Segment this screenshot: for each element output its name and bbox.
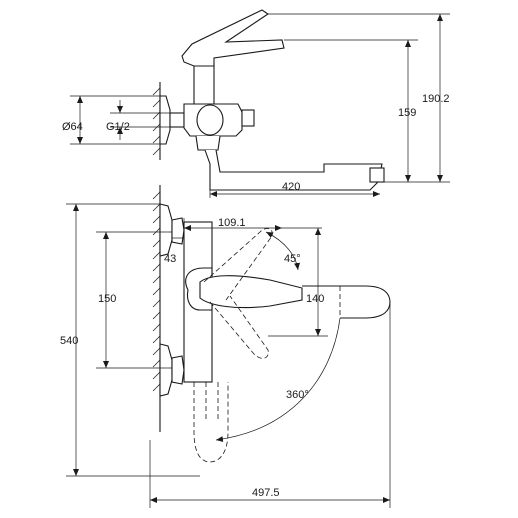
dim-overall-width: 497.5 <box>252 487 280 499</box>
spout-front <box>302 285 391 319</box>
lower-flange <box>159 343 173 397</box>
diverter-knob <box>241 109 255 127</box>
aerator <box>369 167 385 183</box>
angle-arc <box>265 231 300 271</box>
upper-nut <box>171 217 185 245</box>
side-view <box>152 9 385 191</box>
spout-neck <box>195 135 221 151</box>
front-view-dimensions: 109.1 43 45° 150 140 540 360° 497.5 <box>60 203 391 508</box>
front-view <box>152 185 391 463</box>
side-view-dimensions: 190.2 159 420 Ø64 G1/2 <box>62 13 450 198</box>
upper-flange <box>159 203 173 257</box>
eccentric-connector-top <box>169 112 185 128</box>
wall-flange-top <box>159 95 171 145</box>
lower-nut <box>171 355 185 385</box>
lever-handle-front <box>199 275 303 309</box>
dim-offset-top: 109.1 <box>218 217 246 229</box>
wall-hatch-top <box>152 87 161 156</box>
dim-spout-length: 420 <box>282 181 300 193</box>
dim-rotation: 360° <box>286 389 309 401</box>
dim-handle-height: 140 <box>306 293 324 305</box>
rotation-arc <box>215 317 341 443</box>
dim-height-total: 190.2 <box>422 93 450 105</box>
spout-rotated-down <box>193 382 229 463</box>
wall-hatch-bottom <box>152 191 161 392</box>
lever-handle-side <box>181 9 285 67</box>
dim-centers: 150 <box>98 293 116 305</box>
dim-flange-diameter: Ø64 <box>62 121 83 133</box>
dim-thread: G1/2 <box>106 121 130 133</box>
dim-offset-small: 43 <box>164 253 176 265</box>
dim-height-outlet: 159 <box>398 107 416 119</box>
cartridge-column <box>193 63 215 104</box>
lever-ghost-up <box>203 228 273 301</box>
lever-ghost-down <box>209 295 269 359</box>
dim-overall-height: 540 <box>60 335 78 347</box>
body-dome <box>196 104 224 136</box>
dim-angle-lever: 45° <box>284 253 301 265</box>
